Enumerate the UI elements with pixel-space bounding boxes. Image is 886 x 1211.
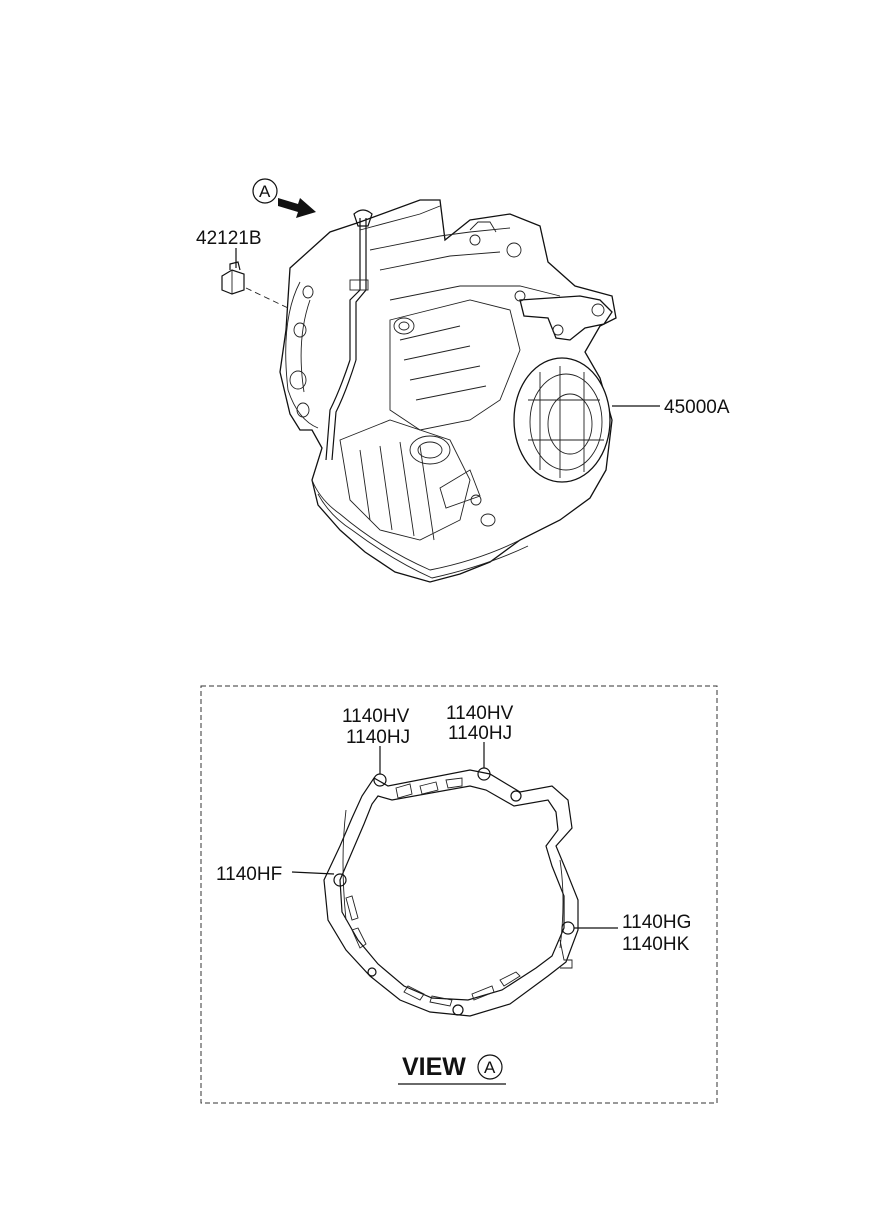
- view-title-text: VIEW: [402, 1053, 466, 1081]
- label-42121B: 42121B: [196, 228, 262, 249]
- marker-letter-top: A: [259, 182, 271, 201]
- label-top-right-2: 1140HJ: [448, 723, 512, 744]
- label-right-2: 1140HK: [622, 934, 690, 955]
- gasket-outline: [323, 767, 579, 1017]
- transaxle-assembly: [279, 199, 617, 583]
- view-title-letter: A: [484, 1058, 496, 1077]
- label-left: 1140HF: [216, 864, 282, 885]
- label-top-left-1: 1140HV: [342, 706, 410, 727]
- label-45000A: 45000A: [664, 397, 730, 418]
- label-right-1: 1140HG: [622, 912, 691, 933]
- label-top-right-1: 1140HV: [446, 703, 514, 724]
- plug-part: [221, 261, 245, 295]
- view-arrow-marker: A: [252, 178, 316, 218]
- view-title: VIEW A: [398, 1053, 506, 1085]
- plug-dash-line: [245, 287, 289, 309]
- label-top-left-2: 1140HJ: [346, 727, 410, 748]
- view-box-frame: [200, 685, 718, 1104]
- leader-left: [291, 871, 335, 875]
